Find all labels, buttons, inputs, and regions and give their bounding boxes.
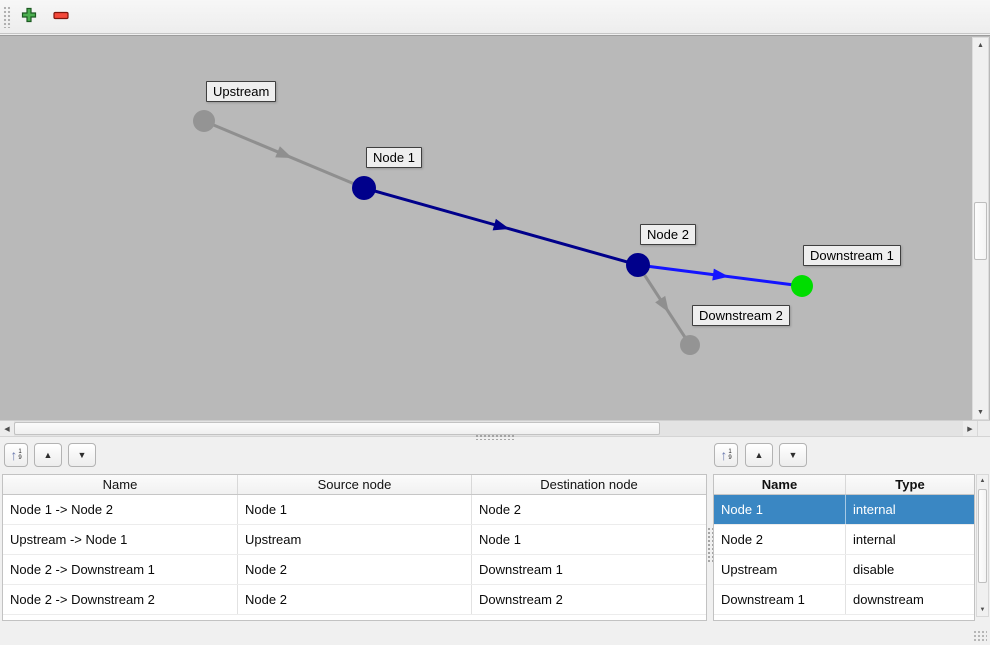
graph-canvas[interactable] — [0, 36, 990, 420]
main-toolbar — [0, 0, 990, 34]
triangle-up-icon: ▲ — [754, 449, 764, 460]
canvas-vertical-scrollbar[interactable]: ▲ ▼ — [972, 37, 989, 420]
node-label: Downstream 1 — [803, 245, 901, 266]
edge-arrow-icon — [275, 146, 293, 158]
edges-move-up-button[interactable]: ▲ — [34, 443, 62, 467]
table-cell: Upstream — [238, 525, 472, 554]
scroll-up-button[interactable]: ▲ — [977, 475, 988, 487]
node-label: Upstream — [206, 81, 277, 102]
toolbar-drag-handle-icon[interactable] — [3, 6, 11, 28]
vertical-scrollbar-thumb[interactable] — [974, 202, 987, 260]
table-cell: Downstream 1 — [479, 562, 563, 577]
table-cell: Node 2 — [479, 502, 521, 517]
arrow-up-icon: ▲ — [979, 478, 986, 484]
table-row[interactable]: Upstream disable — [714, 555, 974, 585]
table-row[interactable]: Node 1 internal — [714, 495, 974, 525]
table-row[interactable]: Node 2 internal — [714, 525, 974, 555]
table-cell: Node 2 — [238, 555, 472, 584]
table-cell: Downstream 2 — [479, 592, 563, 607]
column-header[interactable]: Source node — [238, 475, 472, 494]
scroll-down-button[interactable]: ▼ — [977, 604, 988, 616]
table-cell: disable — [853, 562, 895, 577]
graph-node[interactable] — [626, 253, 650, 277]
window-resize-grip-icon[interactable] — [973, 630, 987, 642]
node-label: Node 2 — [640, 224, 696, 245]
table-cell: Downstream 1 — [714, 585, 846, 614]
column-header[interactable]: Name — [3, 475, 238, 494]
table-cell: Node 2 — [238, 585, 472, 614]
table-cell: Node 2 -> Downstream 1 — [3, 555, 238, 584]
table-cell: Node 1 — [479, 532, 521, 547]
graph-node[interactable] — [680, 335, 700, 355]
nodes-table-header: Name Type — [714, 475, 974, 495]
nodes-move-down-button[interactable]: ▼ — [779, 443, 807, 467]
table-cell: Node 2 -> Downstream 2 — [3, 585, 238, 614]
scroll-down-button[interactable]: ▼ — [973, 405, 988, 419]
triangle-up-icon: ▲ — [43, 449, 53, 460]
triangle-down-icon: ▼ — [788, 449, 798, 460]
node-label: Downstream 2 — [692, 305, 790, 326]
edge-arrow-icon — [712, 268, 729, 281]
graph-node[interactable] — [352, 176, 376, 200]
horizontal-scrollbar-thumb[interactable] — [14, 422, 660, 435]
table-row[interactable]: Downstream 1 downstream — [714, 585, 974, 615]
table-cell: internal — [853, 502, 896, 517]
edges-move-down-button[interactable]: ▼ — [68, 443, 96, 467]
table-cell: Upstream -> Node 1 — [3, 525, 238, 554]
add-node-button[interactable] — [16, 5, 42, 29]
table-cell: Node 1 -> Node 2 — [3, 495, 238, 524]
remove-node-button[interactable] — [48, 5, 74, 29]
vertical-splitter-grip-icon[interactable] — [707, 527, 713, 563]
column-header[interactable]: Name — [714, 475, 846, 494]
arrow-left-icon: ◀ — [4, 425, 10, 433]
table-cell: Upstream — [714, 555, 846, 584]
arrow-right-icon: ▶ — [967, 425, 973, 433]
arrow-up-icon: ▲ — [977, 41, 984, 49]
scrollbar-thumb[interactable] — [978, 489, 987, 583]
edge-arrow-icon — [655, 295, 669, 313]
column-header[interactable]: Type — [895, 477, 925, 492]
table-cell: downstream — [853, 592, 924, 607]
scroll-right-button[interactable]: ▶ — [963, 421, 977, 436]
table-cell: Node 1 — [238, 495, 472, 524]
edge-arrow-icon — [492, 218, 510, 231]
plus-icon — [20, 6, 38, 29]
minus-icon — [52, 6, 70, 29]
triangle-down-icon: ▼ — [77, 449, 87, 460]
table-cell: internal — [853, 532, 896, 547]
splitter-grip-icon[interactable] — [475, 434, 515, 440]
table-cell: Node 2 — [714, 525, 846, 554]
scrollbar-corner — [977, 421, 990, 436]
scroll-up-button[interactable]: ▲ — [973, 38, 988, 52]
arrow-down-icon: ▼ — [977, 408, 984, 416]
canvas-horizontal-scrollbar[interactable]: ◀ ▶ — [0, 420, 990, 437]
node-label: Node 1 — [366, 147, 422, 168]
nodes-move-up-button[interactable]: ▲ — [745, 443, 773, 467]
scroll-left-button[interactable]: ◀ — [0, 421, 14, 436]
graph-node[interactable] — [193, 110, 215, 132]
arrow-down-icon: ▼ — [979, 607, 986, 613]
graph-node[interactable] — [791, 275, 813, 297]
table-cell: Node 1 — [714, 495, 846, 524]
column-header[interactable]: Destination node — [540, 477, 638, 492]
nodes-table-scrollbar[interactable]: ▲ ▼ — [976, 474, 989, 617]
